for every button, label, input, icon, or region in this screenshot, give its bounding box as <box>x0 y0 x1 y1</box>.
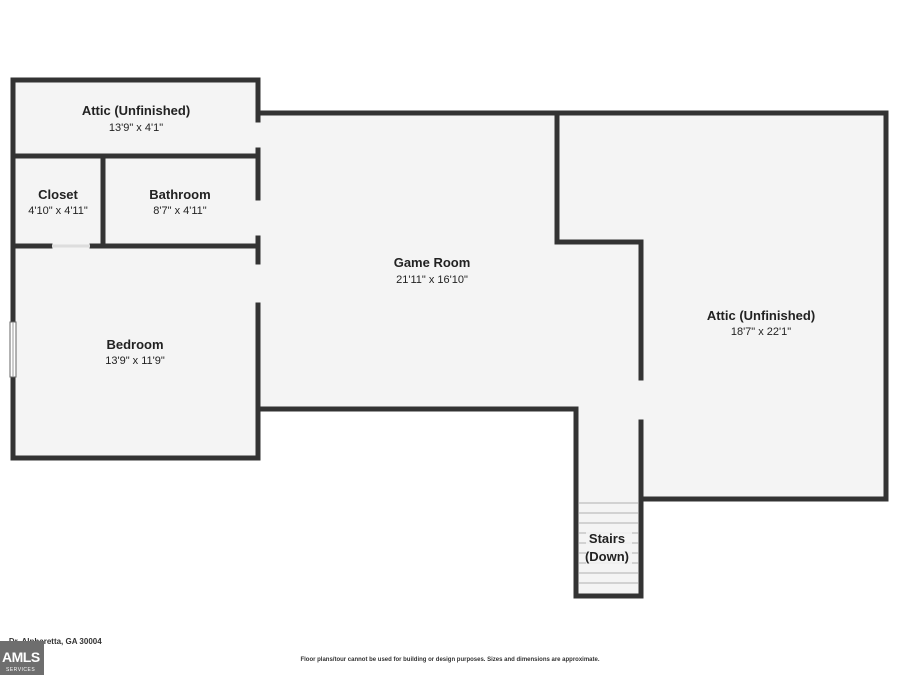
bathroom-dims: 8'7" x 4'11" <box>153 205 206 217</box>
disclaimer: Floor plans/tour cannot be used for buil… <box>300 657 600 663</box>
closet-dims: 4'10" x 4'11" <box>28 205 88 217</box>
walls <box>10 77 889 599</box>
bedroom-floor <box>13 246 258 458</box>
stairs-label-1: Stairs <box>589 531 625 546</box>
attic-right-dims: 18'7" x 22'1" <box>731 326 791 338</box>
logo-text: AMLS <box>2 649 40 665</box>
wall-game-bottom <box>255 406 644 599</box>
logo-subtext: SERVICES <box>6 667 36 673</box>
wall-attic-divider <box>554 110 644 381</box>
stairs-label-2: (Down) <box>585 549 629 564</box>
room-floors <box>13 80 886 596</box>
game-room-dims: 21'11" x 16'10" <box>396 274 468 286</box>
bathroom-name: Bathroom <box>149 187 210 202</box>
game-room-name: Game Room <box>394 255 471 270</box>
bedroom-window <box>9 321 17 378</box>
attic-right-floor <box>557 113 886 499</box>
wall-right-attic <box>638 110 889 502</box>
bathroom-floor <box>103 156 258 246</box>
attic-top-floor <box>13 80 258 156</box>
closet-floor <box>13 156 103 246</box>
amls-logo: AMLS SERVICES <box>0 641 44 675</box>
property-address: ... Dr, Alpharetta, GA 30004 <box>0 637 102 646</box>
attic-right-name: Attic (Unfinished) <box>707 308 815 323</box>
attic-top-name: Attic (Unfinished) <box>82 103 190 118</box>
bedroom-name: Bedroom <box>106 337 163 352</box>
bedroom-dims: 13'9" x 11'9" <box>105 355 165 367</box>
attic-top-dims: 13'9" x 4'1" <box>109 122 163 134</box>
game-room-floor <box>258 113 641 596</box>
closet-name: Closet <box>38 187 78 202</box>
